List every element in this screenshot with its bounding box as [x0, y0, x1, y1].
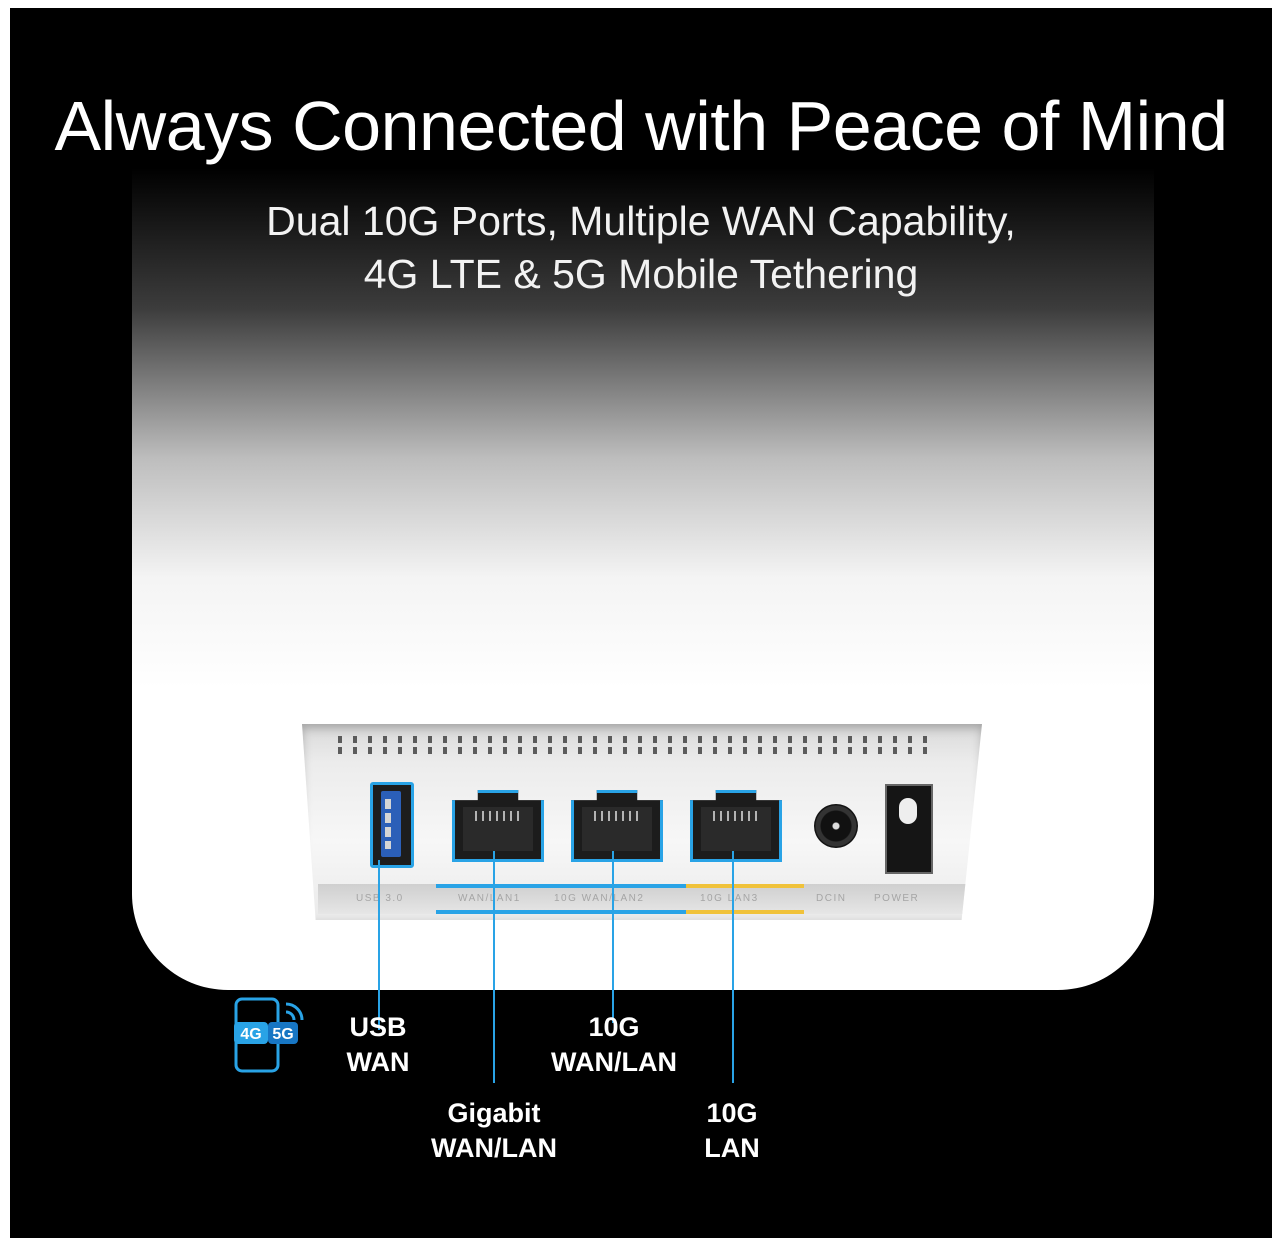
subheadline-line2: 4G LTE & 5G Mobile Tethering	[363, 251, 919, 297]
port-label-strip: USB 3.0 WAN/LAN1 10G WAN/LAN2 10G LAN3 D…	[318, 884, 968, 914]
10g-lan-port	[690, 790, 782, 862]
gigabit-wan-lan-port	[452, 790, 544, 862]
power-switch	[885, 784, 933, 874]
subheadline-line1: Dual 10G Ports, Multiple WAN Capability,	[266, 198, 1016, 244]
caption-10g-wan-line2: WAN/LAN	[551, 1047, 677, 1077]
silk-wan-lan2: 10G WAN/LAN2	[554, 893, 645, 904]
caption-usb-wan: USB WAN	[336, 1010, 420, 1080]
headline: Always Connected with Peace of Mind	[54, 87, 1228, 165]
hero-frame: Always Connected with Peace of Mind Dual…	[10, 8, 1272, 1238]
gigabit-callout-line	[493, 851, 495, 1083]
caption-gigabit-wan-lan: Gigabit WAN/LAN	[416, 1096, 572, 1166]
mobile-tethering-icon: 4G 5G	[234, 997, 304, 1073]
port-socket	[582, 807, 652, 851]
10g-wan-lan-port	[571, 790, 663, 862]
silk-dcin: DCIN	[816, 893, 847, 904]
usb-port	[370, 782, 414, 868]
port-socket	[463, 807, 533, 851]
usb-port-tongue	[381, 791, 401, 857]
badge-5g: 5G	[272, 1026, 293, 1043]
caption-gigabit-line2: WAN/LAN	[431, 1133, 557, 1163]
caption-10g-wan-lan: 10G WAN/LAN	[534, 1010, 694, 1080]
10g-wan-callout-line	[612, 851, 614, 1023]
silk-wan-lan1: WAN/LAN1	[458, 893, 521, 904]
blue-accent-line-bottom	[436, 910, 686, 914]
caption-10g-lan: 10G LAN	[692, 1096, 772, 1166]
caption-usb-line2: WAN	[346, 1047, 410, 1077]
ventilation-grille	[338, 736, 938, 756]
caption-10g-wan-line1: 10G	[588, 1012, 640, 1042]
yellow-accent-line-top	[686, 884, 804, 888]
port-socket	[701, 807, 771, 851]
badge-4g: 4G	[240, 1026, 261, 1043]
rear-port-panel: USB 3.0 WAN/LAN1 10G WAN/LAN2 10G LAN3 D…	[302, 724, 982, 920]
silk-lan3: 10G LAN3	[700, 893, 759, 904]
usb-callout-line	[378, 860, 380, 1030]
caption-gigabit-line1: Gigabit	[447, 1098, 541, 1128]
yellow-accent-line-bottom	[686, 910, 804, 914]
10g-lan-callout-line	[732, 851, 734, 1083]
dc-in-jack	[814, 804, 858, 848]
caption-usb-line1: USB	[349, 1012, 407, 1042]
caption-10g-lan-line2: LAN	[704, 1133, 760, 1163]
silk-power: POWER	[874, 893, 920, 904]
caption-10g-lan-line1: 10G	[706, 1098, 758, 1128]
blue-accent-line-top	[436, 884, 686, 888]
